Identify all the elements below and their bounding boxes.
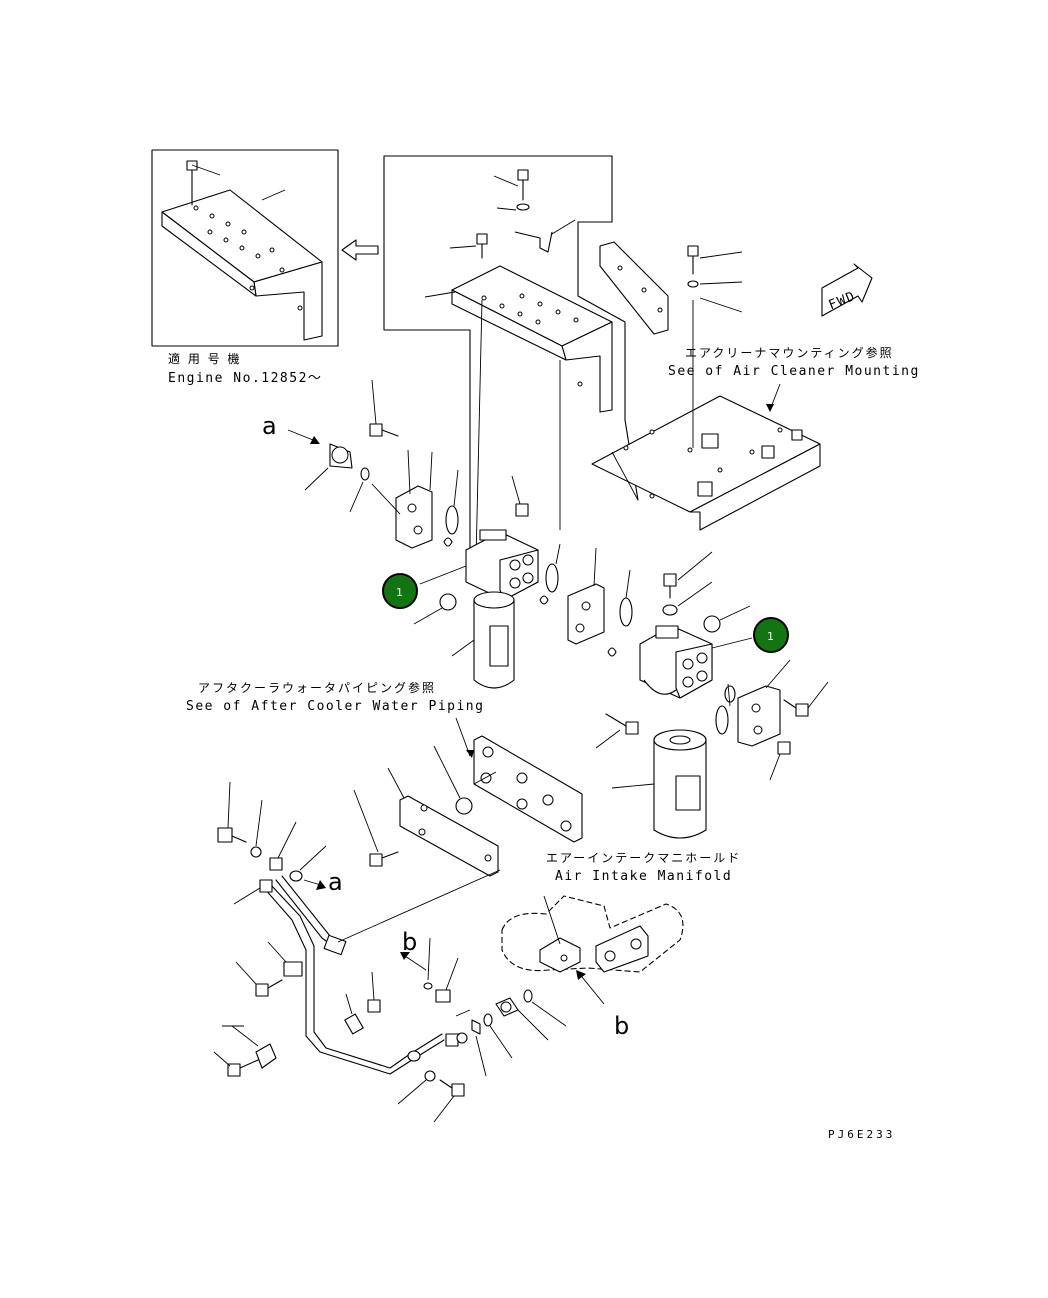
after-cooler-note-en: See of After Cooler Water Piping: [186, 699, 484, 714]
view-letter-b-left: b: [402, 928, 417, 956]
upper-assembly-outline: [383, 155, 639, 561]
view-letter-b-right: b: [614, 1012, 629, 1040]
svg-text:1: 1: [396, 586, 403, 599]
right-filter-assembly: [595, 551, 829, 839]
air-cleaner-bracket: [591, 241, 821, 531]
svg-text:1: 1: [767, 630, 774, 643]
engine-note-jp: 適 用 号 機: [168, 351, 241, 366]
upper-bracket: [424, 169, 613, 561]
callout-marker-1-right: 1: [753, 617, 789, 653]
view-letter-a-top: a: [262, 412, 277, 440]
view-letter-a-mid: a: [328, 868, 343, 896]
forward-indicator: FWD: [821, 263, 873, 317]
after-cooler-note-jp: アフタクーラウォータパイピング参照: [198, 680, 436, 695]
air-cleaner-note-en: See of Air Cleaner Mounting: [668, 364, 920, 379]
cooler-plates: [353, 735, 583, 877]
callout-marker-1-left: 1: [382, 573, 418, 609]
left-filter-assembly: [304, 379, 633, 689]
air-intake-note-jp: エアーインテークマニホールド: [546, 851, 741, 865]
inset-detail-box: [151, 149, 339, 347]
air-intake-manifold: [501, 895, 684, 973]
air-cleaner-note-jp: エアクリーナマウンティング参照: [685, 345, 894, 360]
engine-note-en: Engine No.12852～: [168, 371, 322, 386]
inset-arrow: [341, 239, 379, 261]
air-intake-note-en: Air Intake Manifold: [555, 869, 732, 884]
tube-assembly: [213, 781, 567, 1123]
drawing-code: PJ6E233: [828, 1128, 895, 1141]
